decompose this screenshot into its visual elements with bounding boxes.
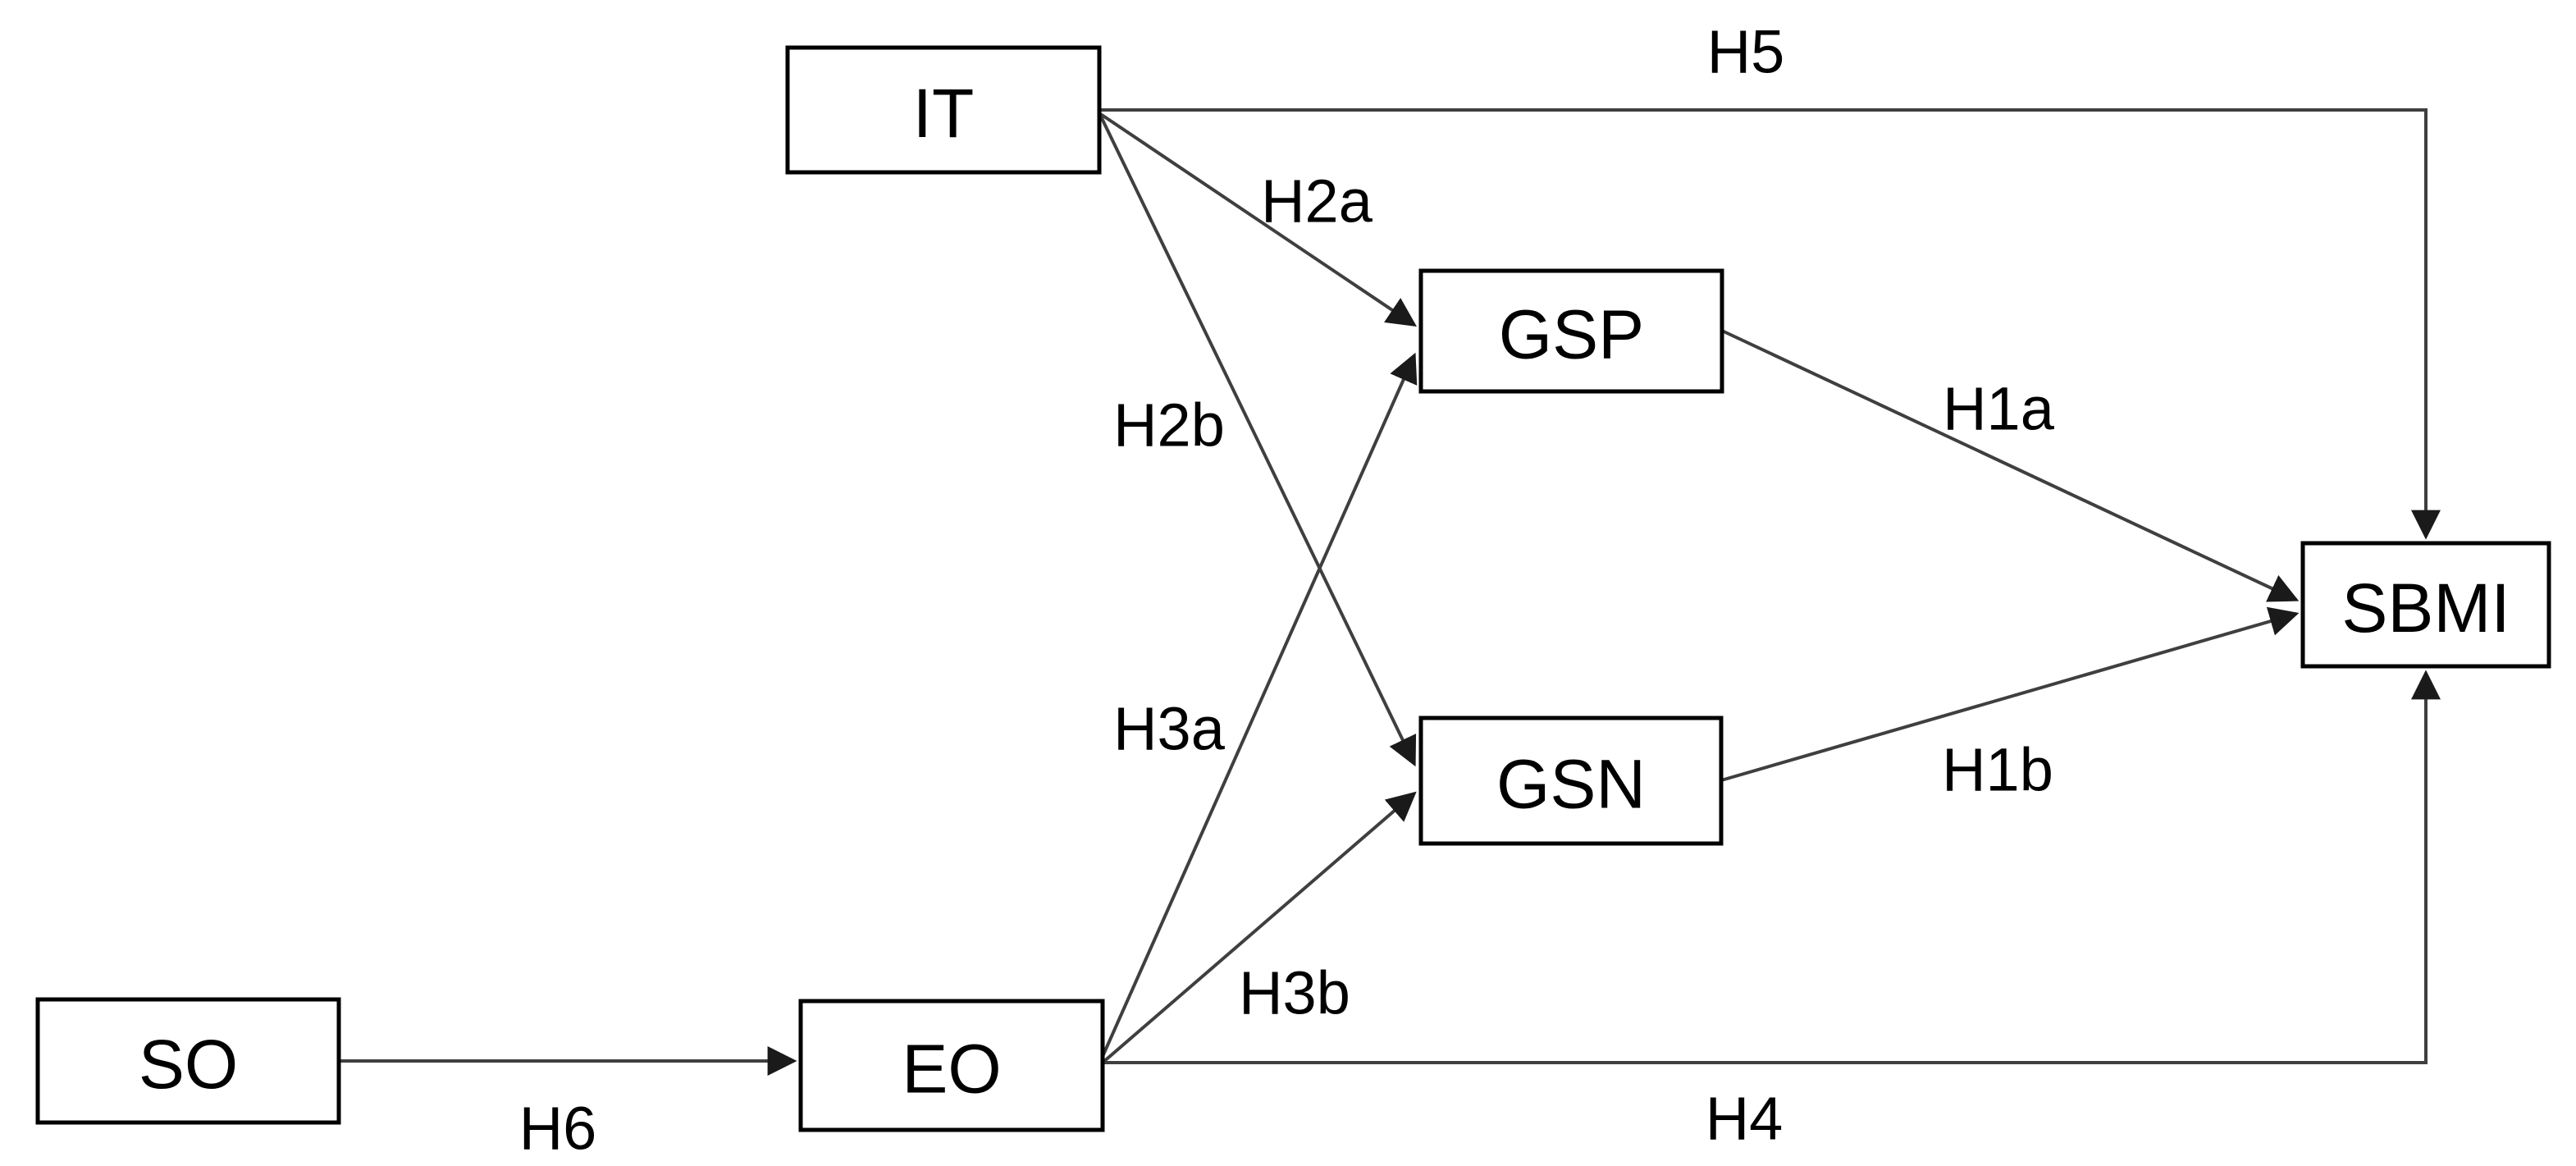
node-box-SO xyxy=(35,997,341,1125)
edge-label-H2a: H2a xyxy=(1261,167,1373,235)
edge-arrow-H5 xyxy=(1099,108,2441,540)
edge-arrow-H2a xyxy=(1098,112,1417,327)
edge-arrow-H3a xyxy=(1099,352,1418,1061)
edge-label-H5: H5 xyxy=(1707,18,1785,86)
node-box-SBMI xyxy=(2300,541,2551,669)
node-label-GSN: GSN xyxy=(1496,746,1646,823)
edge-arrow-H4 xyxy=(1103,670,2441,1064)
node-label-SO: SO xyxy=(139,1026,238,1103)
node-box-GSP xyxy=(1418,268,1724,394)
edge-label-H1b: H1b xyxy=(1942,736,2053,804)
node-box-IT xyxy=(785,45,1102,175)
edge-label-H2b: H2b xyxy=(1113,391,1225,460)
edge-arrow-H1a xyxy=(1721,329,2300,602)
node-box-GSN xyxy=(1418,716,1724,846)
node-label-IT: IT xyxy=(913,75,975,152)
edge-arrow-H1b xyxy=(1720,606,2300,782)
edge-label-H4: H4 xyxy=(1706,1085,1784,1153)
edge-label-H6: H6 xyxy=(519,1095,597,1163)
edge-label-H1a: H1a xyxy=(1943,375,2055,443)
node-box-EO xyxy=(798,999,1105,1132)
node-label-GSP: GSP xyxy=(1499,296,1644,373)
node-label-SBMI: SBMI xyxy=(2341,569,2510,647)
edge-arrow-H3b xyxy=(1101,791,1417,1064)
edge-label-H3b: H3b xyxy=(1239,959,1350,1027)
edge-arrow-H2b xyxy=(1099,116,1417,767)
node-label-EO: EO xyxy=(902,1031,1001,1108)
edge-label-H3a: H3a xyxy=(1113,695,1226,763)
